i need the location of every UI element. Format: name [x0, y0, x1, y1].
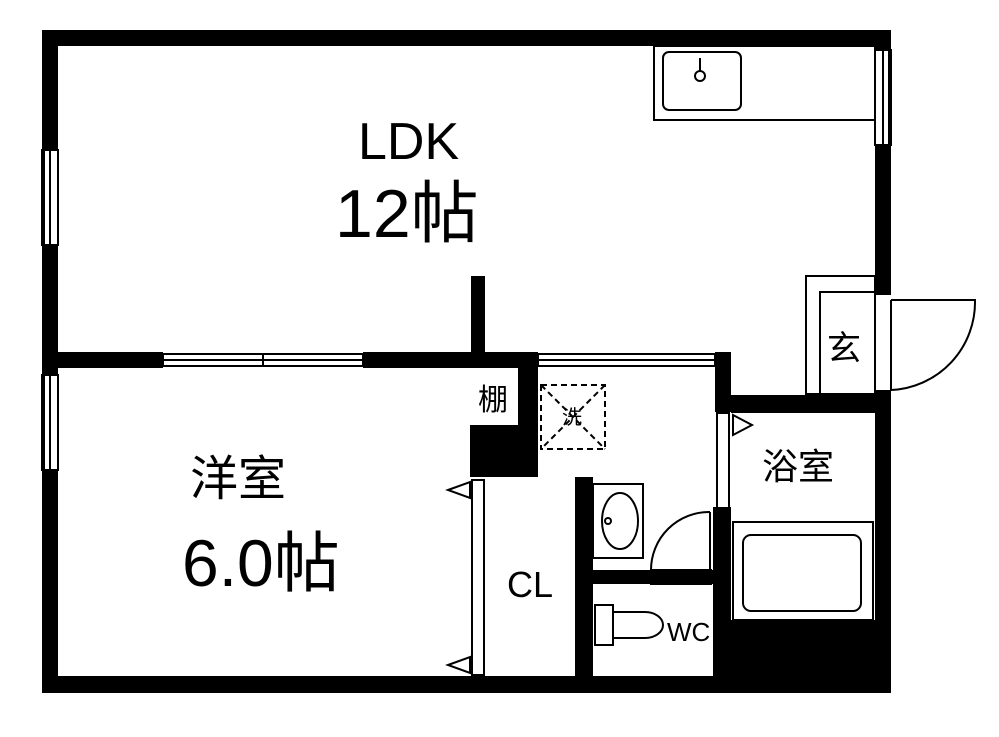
ldk-label: LDK — [358, 113, 460, 171]
toilet — [594, 604, 664, 646]
washer-spot — [540, 384, 606, 450]
interior-walls — [58, 276, 875, 693]
entrance — [805, 275, 977, 395]
entrance-label: 玄 — [827, 329, 861, 369]
washer-label: 洗 — [562, 405, 582, 429]
washroom-door — [650, 510, 712, 585]
washbasin — [592, 483, 644, 559]
western-size-label: 6.0帖 — [182, 526, 340, 600]
ldk-size-label: 12帖 — [335, 176, 479, 252]
closet-label: CL — [507, 564, 554, 605]
outer-walls — [42, 30, 891, 693]
bathtub — [732, 521, 874, 621]
bath-door — [716, 412, 755, 509]
sliding-doors — [162, 353, 716, 367]
kitchen-sink — [653, 45, 876, 121]
toilet-label: WC — [667, 617, 711, 647]
shelf-label: 棚 — [478, 383, 508, 418]
right-window — [874, 49, 892, 146]
bath-label: 浴室 — [762, 447, 835, 488]
closet-doors — [445, 479, 485, 676]
left-windows — [41, 149, 59, 471]
western-room-label: 洋室 — [190, 451, 287, 507]
